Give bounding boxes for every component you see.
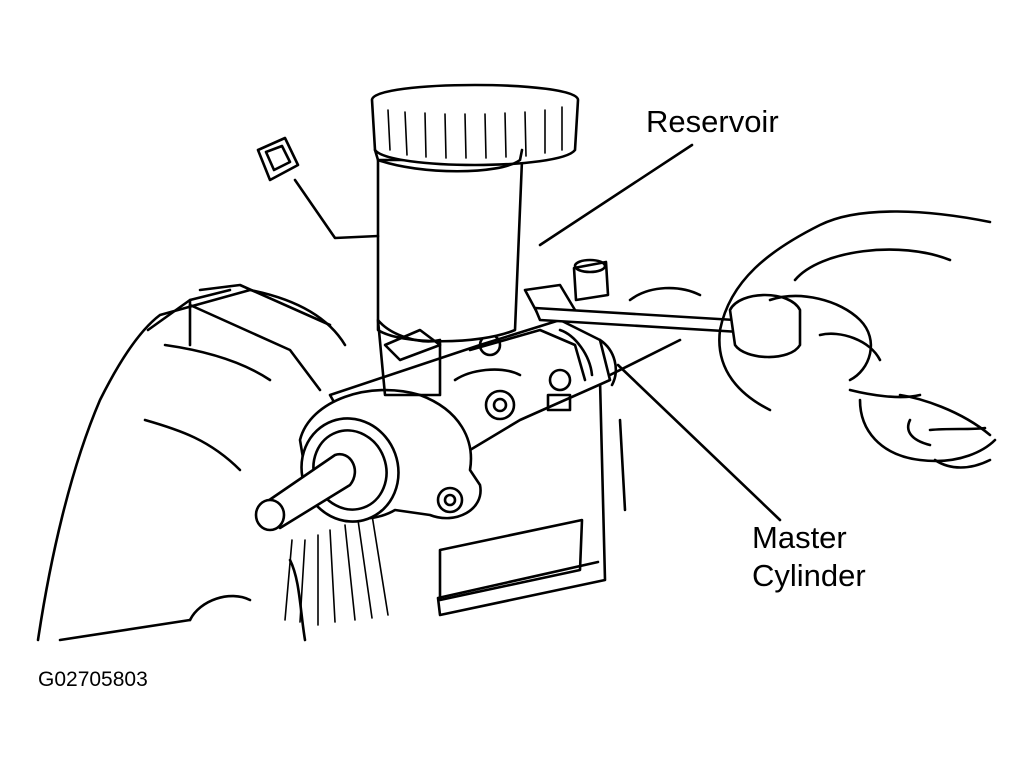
reservoir (370, 83, 580, 397)
reservoir-leader-line (538, 143, 694, 247)
hand (718, 210, 997, 469)
pushrod-lines (284, 514, 389, 626)
master-cylinder-leader-line (616, 363, 782, 522)
master-cylinder-label-line1: Master (752, 520, 847, 555)
level-sensor-connector (256, 136, 380, 240)
reservoir-label: Reservoir (646, 104, 779, 139)
mounting-bracket (436, 286, 702, 617)
brake-booster-housing (36, 283, 347, 642)
figure-code: G02705803 (38, 668, 148, 691)
master-cylinder-label-line2: Cylinder (752, 558, 866, 593)
leader-lines (538, 143, 782, 522)
front-flange (254, 388, 482, 532)
